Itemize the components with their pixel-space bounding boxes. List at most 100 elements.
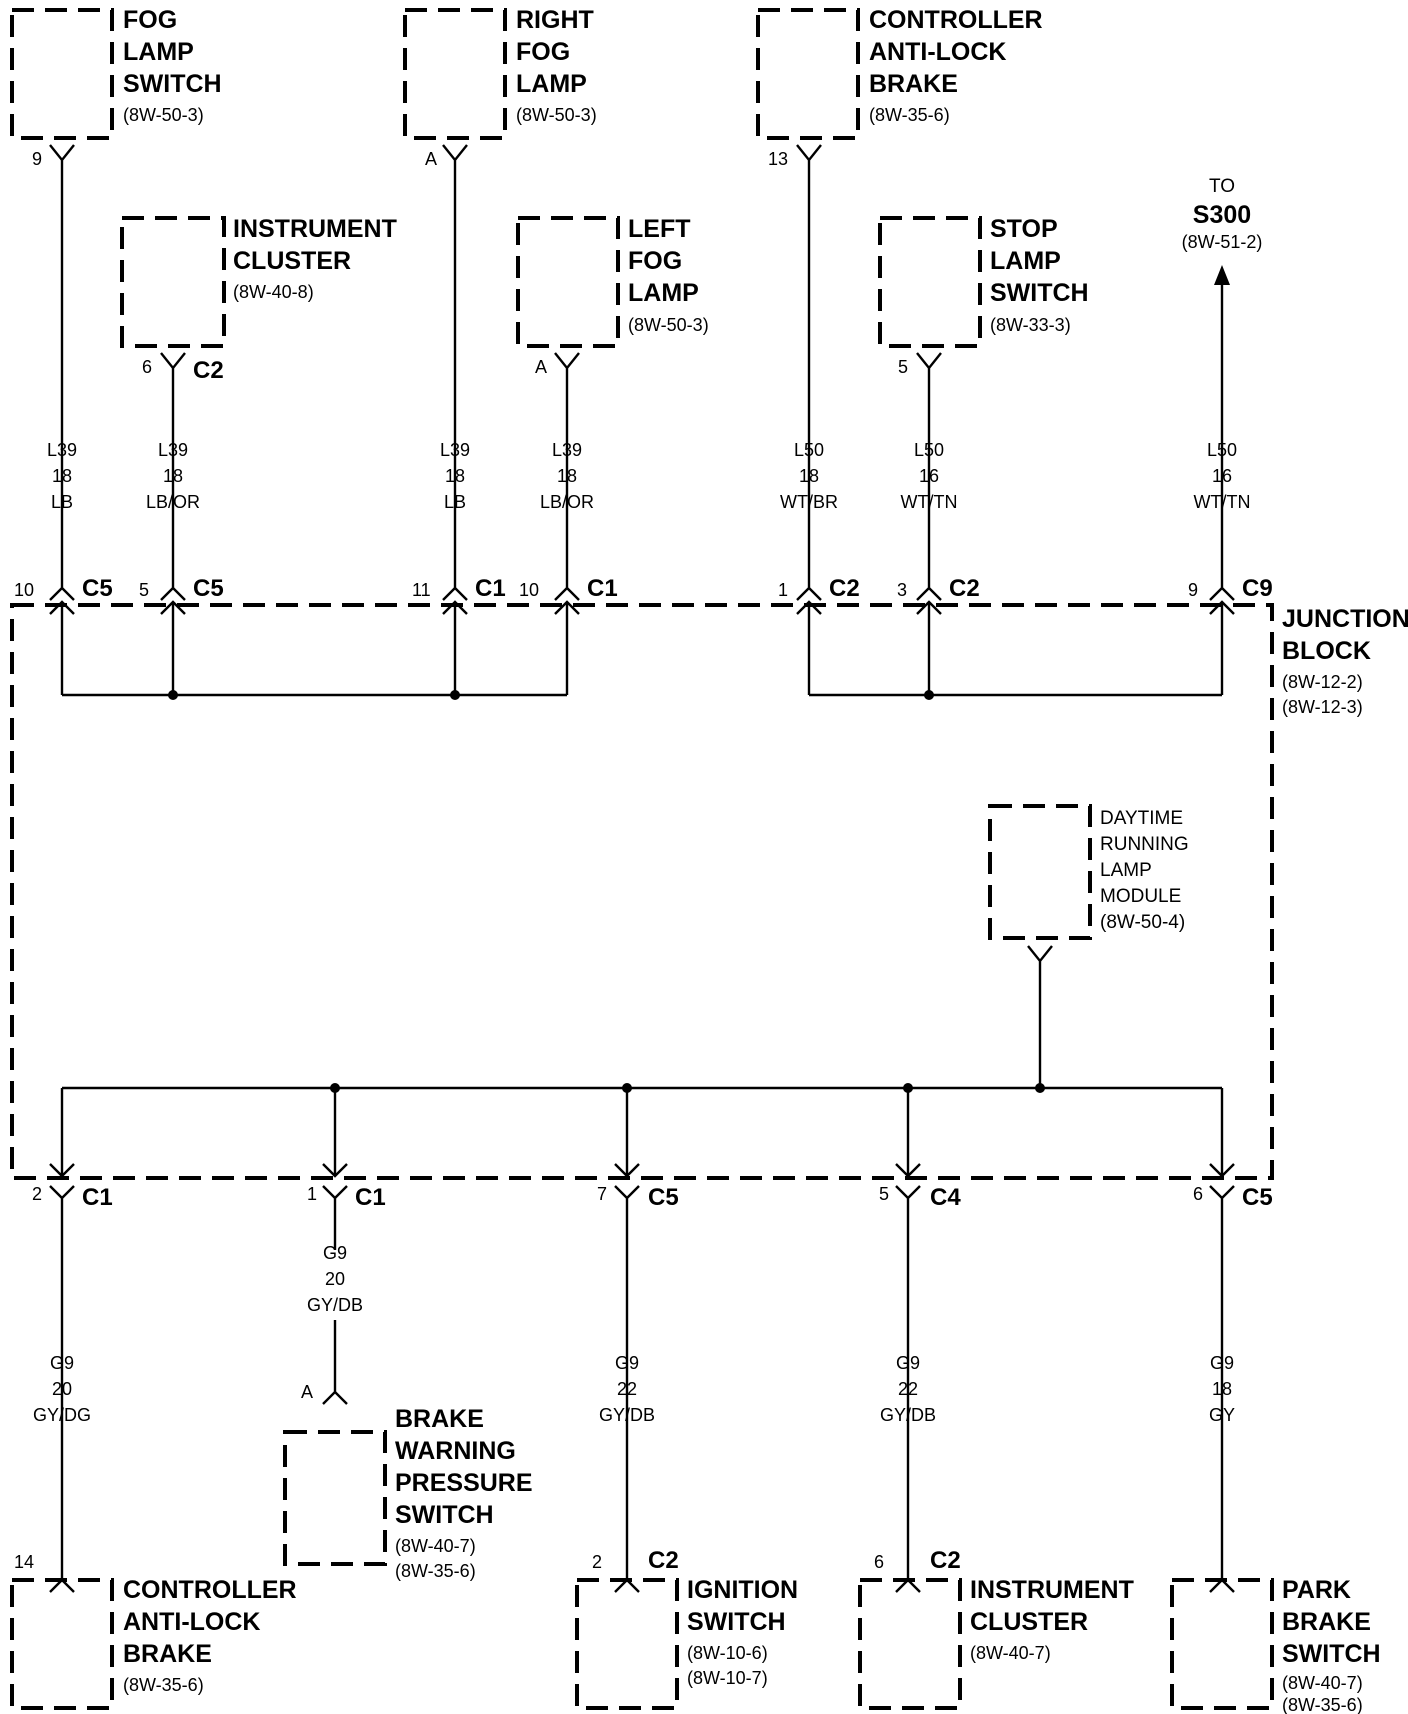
svg-text:(8W-33-3): (8W-33-3) [990, 315, 1071, 335]
svg-text:18: 18 [557, 466, 577, 486]
svg-text:RIGHT: RIGHT [516, 6, 594, 34]
svg-text:2: 2 [32, 1184, 42, 1204]
wire-label-w6: L50 16 WT/TN [901, 440, 958, 512]
svg-text:(8W-10-6): (8W-10-6) [687, 1643, 768, 1663]
wire-label-g5: G9 18 GY [1209, 1353, 1235, 1425]
svg-text:(8W-35-6): (8W-35-6) [395, 1561, 476, 1581]
wire-label-w1: L39 18 LB [47, 440, 77, 512]
splice-dot [1035, 1083, 1045, 1093]
svg-text:IGNITION: IGNITION [687, 1576, 798, 1604]
svg-text:JUNCTION: JUNCTION [1282, 605, 1408, 633]
svg-text:LEFT: LEFT [628, 215, 691, 243]
svg-text:C2: C2 [949, 575, 980, 602]
svg-text:C5: C5 [648, 1184, 679, 1211]
svg-text:GY/DB: GY/DB [307, 1295, 363, 1315]
ignition-switch: 2 C2 IGNITION SWITCH (8W-10-6) (8W-10-7) [575, 1547, 798, 1710]
jb-bottom-connectors: 2 C1 1 C1 7 C5 5 C4 6 C5 [32, 1184, 1273, 1211]
brake-warning-pressure-switch: A BRAKE WARNING PRESSURE SWITCH (8W-40-7… [283, 1382, 533, 1581]
svg-text:9: 9 [1188, 580, 1198, 600]
svg-text:20: 20 [52, 1379, 72, 1399]
junction-block-outline [10, 603, 1274, 1180]
svg-text:(8W-35-6): (8W-35-6) [1282, 1695, 1363, 1714]
svg-text:GY: GY [1209, 1405, 1235, 1425]
svg-text:C1: C1 [475, 575, 506, 602]
svg-text:SWITCH: SWITCH [990, 279, 1089, 307]
svg-text:C1: C1 [355, 1184, 386, 1211]
svg-text:(8W-35-6): (8W-35-6) [869, 105, 950, 125]
svg-text:(8W-50-3): (8W-50-3) [516, 105, 597, 125]
svg-text:BLOCK: BLOCK [1282, 637, 1371, 665]
svg-text:C1: C1 [82, 1184, 113, 1211]
svg-text:13: 13 [768, 149, 788, 169]
svg-text:(8W-10-7): (8W-10-7) [687, 1668, 768, 1688]
svg-text:2: 2 [592, 1552, 602, 1572]
svg-text:14: 14 [14, 1552, 34, 1572]
svg-text:FOG: FOG [123, 6, 177, 34]
svg-text:G9: G9 [323, 1243, 347, 1263]
svg-text:3: 3 [897, 580, 907, 600]
svg-text:WT/TN: WT/TN [901, 492, 958, 512]
svg-text:BRAKE: BRAKE [395, 1405, 484, 1433]
svg-text:22: 22 [617, 1379, 637, 1399]
svg-text:(8W-51-2): (8W-51-2) [1182, 232, 1263, 252]
svg-text:LB: LB [444, 492, 466, 512]
controller-abs-bottom: 14 CONTROLLER ANTI-LOCK BRAKE (8W-35-6) [10, 1552, 297, 1710]
splice-dot [168, 690, 178, 700]
svg-text:WT/TN: WT/TN [1194, 492, 1251, 512]
svg-text:CONTROLLER: CONTROLLER [123, 1576, 297, 1604]
svg-text:G9: G9 [50, 1353, 74, 1373]
svg-text:STOP: STOP [990, 215, 1058, 243]
svg-text:(8W-12-3): (8W-12-3) [1282, 697, 1363, 717]
left-fog-lamp: LEFT FOG LAMP (8W-50-3) A [516, 215, 709, 377]
wire-label-g1: G9 20 GY/DG [33, 1353, 91, 1425]
svg-text:MODULE: MODULE [1100, 886, 1181, 907]
svg-text:G9: G9 [896, 1353, 920, 1373]
svg-text:1: 1 [307, 1184, 317, 1204]
svg-text:CONTROLLER: CONTROLLER [869, 6, 1043, 34]
splice-dot [924, 690, 934, 700]
svg-text:G9: G9 [615, 1353, 639, 1373]
svg-text:18: 18 [1212, 1379, 1232, 1399]
svg-text:5: 5 [879, 1184, 889, 1204]
instrument-cluster-bottom: 6 C2 INSTRUMENT CLUSTER (8W-40-7) [858, 1547, 1134, 1710]
svg-text:GY/DB: GY/DB [599, 1405, 655, 1425]
stop-switch-terminal [916, 352, 942, 520]
svg-text:LB/OR: LB/OR [540, 492, 594, 512]
svg-text:SWITCH: SWITCH [1282, 1640, 1381, 1668]
drl-module: DAYTIME RUNNING LAMP MODULE (8W-50-4) [988, 804, 1189, 940]
svg-text:5: 5 [139, 580, 149, 600]
svg-text:(8W-40-7): (8W-40-7) [395, 1536, 476, 1556]
svg-text:RUNNING: RUNNING [1100, 834, 1189, 855]
right-fog-terminal [442, 144, 468, 520]
svg-text:C1: C1 [587, 575, 618, 602]
junction-block-label: JUNCTION BLOCK (8W-12-2) (8W-12-3) [1282, 605, 1408, 717]
svg-text:L39: L39 [440, 440, 470, 460]
svg-text:C2: C2 [193, 357, 224, 384]
svg-text:L50: L50 [914, 440, 944, 460]
svg-text:SWITCH: SWITCH [687, 1608, 786, 1636]
svg-text:G9: G9 [1210, 1353, 1234, 1373]
svg-text:6: 6 [142, 357, 152, 377]
svg-text:9: 9 [32, 149, 42, 169]
left-fog-terminal [554, 352, 580, 520]
svg-text:(8W-50-3): (8W-50-3) [628, 315, 709, 335]
wire-label-g4: G9 22 GY/DB [880, 1353, 936, 1425]
svg-text:LAMP: LAMP [123, 38, 194, 66]
fog-lamp-switch: FOG LAMP SWITCH (8W-50-3) 9 [10, 6, 222, 169]
svg-text:C9: C9 [1242, 575, 1273, 602]
svg-text:18: 18 [799, 466, 819, 486]
svg-text:1: 1 [778, 580, 788, 600]
svg-text:ANTI-LOCK: ANTI-LOCK [869, 38, 1006, 66]
svg-text:BRAKE: BRAKE [869, 70, 958, 98]
svg-text:L50: L50 [1207, 440, 1237, 460]
svg-text:C2: C2 [930, 1547, 961, 1574]
svg-text:L39: L39 [47, 440, 77, 460]
svg-text:LAMP: LAMP [628, 279, 699, 307]
svg-text:C5: C5 [193, 575, 224, 602]
svg-text:L39: L39 [158, 440, 188, 460]
svg-text:CLUSTER: CLUSTER [233, 247, 351, 275]
svg-text:LB: LB [51, 492, 73, 512]
svg-text:INSTRUMENT: INSTRUMENT [970, 1576, 1134, 1604]
svg-text:(8W-40-7): (8W-40-7) [1282, 1673, 1363, 1693]
